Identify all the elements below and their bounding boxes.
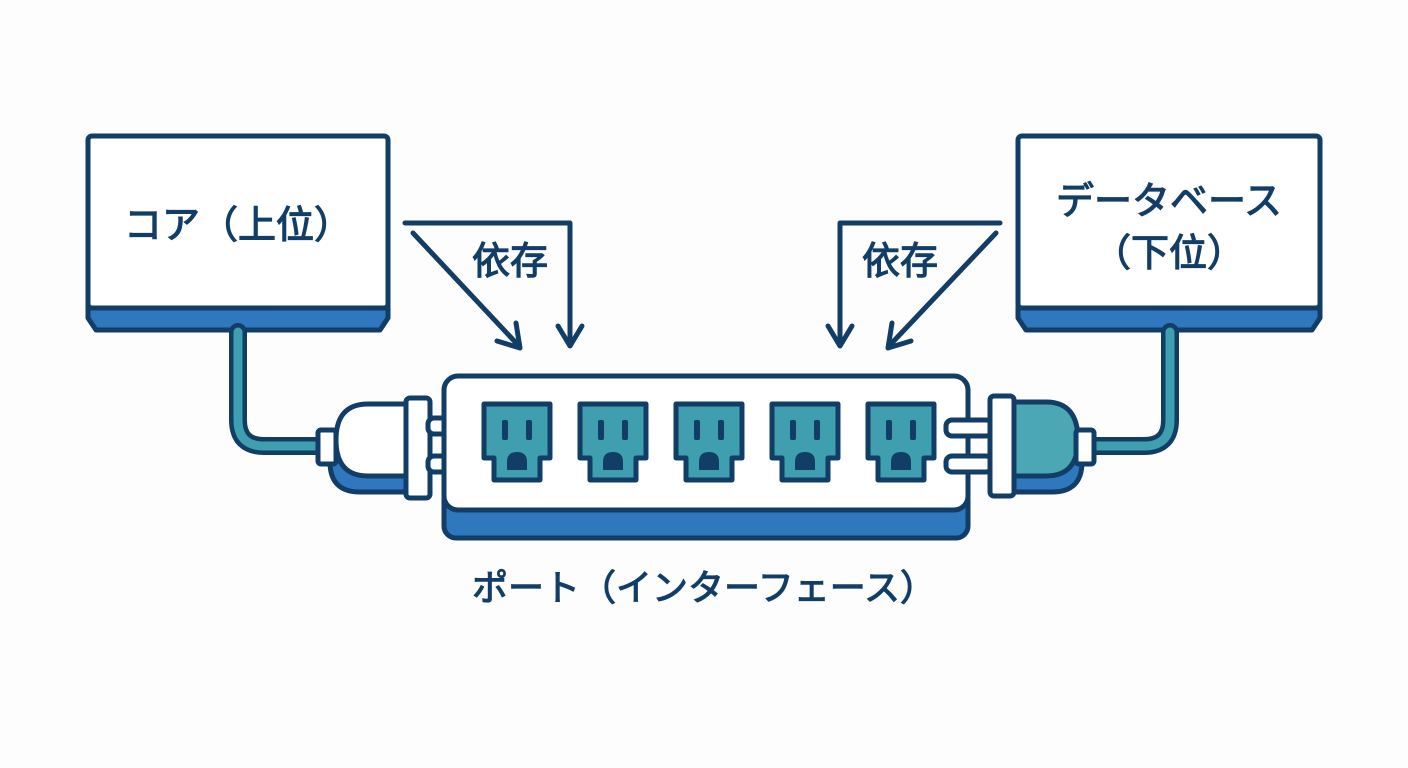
core-box: コア（上位） <box>85 133 391 333</box>
arrow-left-label: 依存 <box>472 239 548 283</box>
socket-icon <box>481 401 553 483</box>
plug-right-icon <box>943 393 1097 499</box>
socket-icon <box>865 401 937 483</box>
arrow-right-diagonal <box>887 230 999 348</box>
arrow-left-diagonal <box>410 230 521 348</box>
arrow-right-frame <box>837 220 1003 343</box>
database-box: データベース （下位） <box>1015 133 1323 333</box>
power-strip-label: ポート（インターフェース） <box>472 567 936 609</box>
arrow-left-head-diagonal <box>494 320 523 351</box>
socket-row <box>481 401 937 483</box>
cable-left <box>229 323 331 455</box>
core-box-face <box>85 133 391 311</box>
database-box-line2: （下位） <box>1093 231 1245 275</box>
socket-icon <box>577 401 649 483</box>
socket-icon <box>769 401 841 483</box>
arrow-left-head-vertical <box>555 323 585 349</box>
arrow-left <box>402 220 585 351</box>
cable-right <box>1077 323 1179 455</box>
plug-left-icon <box>315 395 477 501</box>
core-box-label: コア（上位） <box>124 203 352 247</box>
arrow-right <box>825 220 1003 351</box>
socket-icon <box>673 401 745 483</box>
database-box-face <box>1015 133 1323 311</box>
database-box-line1: データベース <box>1056 179 1282 223</box>
arrow-right-head-diagonal <box>885 320 914 351</box>
arrow-right-label: 依存 <box>862 239 938 283</box>
arrow-right-head-vertical <box>825 323 855 349</box>
arrow-left-frame <box>402 220 573 343</box>
